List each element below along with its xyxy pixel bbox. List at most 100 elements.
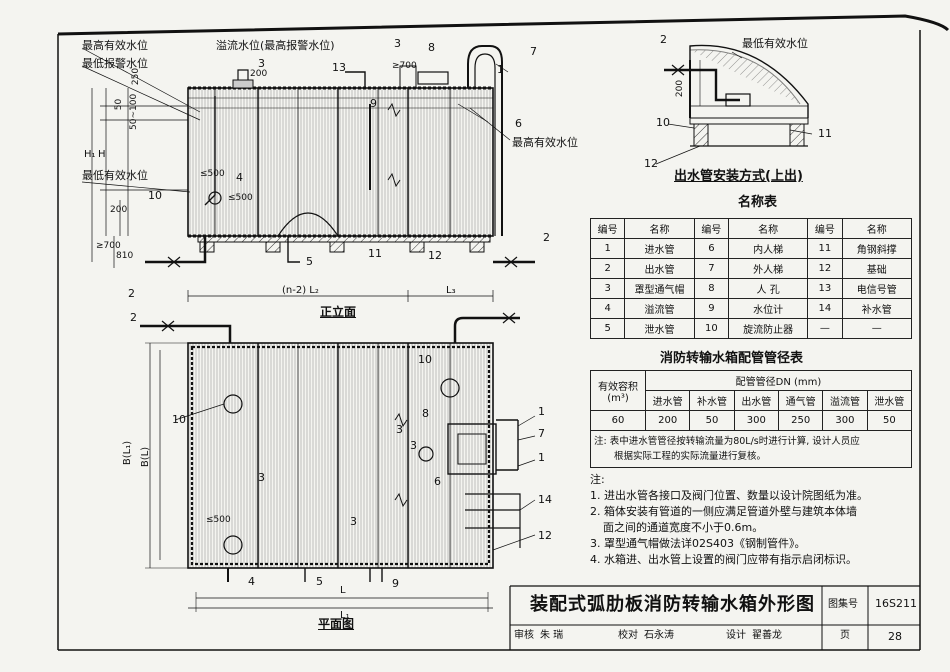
table-cell: —: [841, 318, 913, 339]
pipe-table-note-1: 注: 表中进水管管径按转输流量为80L/s时进行计算, 设计人员应: [594, 436, 860, 447]
table-cell: 5: [589, 318, 626, 339]
capacity-value: 60: [590, 410, 646, 431]
table-cell: 水位计: [728, 298, 809, 319]
front-callout-10: 10: [148, 189, 162, 202]
pipe-sub-header: 出水管: [733, 390, 779, 411]
plan-callout-10a: 10: [172, 413, 186, 426]
dim-700-top: ≥700: [392, 61, 417, 71]
front-callout-12: 12: [428, 249, 442, 262]
min-water-level-label: 最低有效水位: [82, 169, 148, 182]
names-table-header: 编号 名称 编号 名称 编号 名称: [589, 218, 913, 239]
page-label: 页: [840, 630, 850, 641]
table-cell: 罩型通气帽: [624, 278, 695, 299]
table-cell: 3: [589, 278, 626, 299]
max-water-level-right-label: 最高有效水位: [512, 136, 578, 149]
dim-700: ≥700: [96, 241, 121, 251]
plan-dim-b1: B(L₁): [122, 440, 134, 466]
names-header-cell: 编号: [693, 218, 730, 239]
plan-callout-8: 8: [422, 407, 429, 420]
front-callout-7: 7: [530, 45, 537, 58]
table-cell: 进水管: [624, 238, 695, 259]
front-callout-3a: 3: [258, 57, 265, 70]
dim-200: 200: [110, 205, 128, 215]
detail-callout-10: 10: [656, 116, 670, 129]
drawing-title: 装配式弧肋板消防转输水箱外形图: [530, 594, 815, 615]
frame-top-border: [57, 14, 950, 36]
plan-dim-l: L: [340, 585, 346, 596]
note-item: 面之间的通道宽度不小于0.6m。: [603, 521, 764, 534]
table-cell: 补水管: [841, 298, 913, 319]
plan-callout-1b: 1: [538, 451, 545, 464]
detail-dim-200: 200: [675, 79, 686, 98]
plan-callout-7: 7: [538, 427, 545, 440]
plan-view: [140, 312, 536, 612]
front-callout-2-right: 2: [543, 231, 550, 244]
table-cell: 外人梯: [728, 258, 809, 279]
pipe-sub-header: 溢流管: [822, 390, 868, 411]
pipe-value: 50: [689, 410, 735, 431]
pipe-sub-header: 通气管: [777, 390, 824, 411]
detail-callout-11: 11: [818, 127, 832, 140]
plan-callout-12: 12: [538, 529, 552, 542]
plan-view-title: 平面图: [318, 617, 355, 631]
plan-callout-10b: 10: [418, 353, 432, 366]
title-block-frame: [509, 585, 920, 650]
front-view-title: 正立面: [320, 305, 357, 319]
plan-callout-4: 4: [248, 575, 255, 588]
front-callout-3b: 3: [394, 37, 401, 50]
table-cell: 12: [807, 258, 843, 279]
table-cell: 8: [693, 278, 730, 299]
pipe-value: 250: [777, 410, 824, 431]
tank-body-plan: [187, 342, 494, 569]
pipe-sub-header: 进水管: [644, 390, 691, 411]
table-cell: 14: [807, 298, 843, 319]
atlas-number: 16S211: [875, 597, 917, 610]
front-callout-2-left: 2: [128, 287, 135, 300]
pipe-table-note-2: 根据实际工程的实际流量进行复核。: [614, 451, 767, 462]
dim-500a: ≤500: [200, 169, 225, 179]
pipe-sub-header: 补水管: [689, 390, 735, 411]
table-cell: 2: [589, 258, 626, 279]
table-cell: 旋流防止器: [728, 318, 809, 339]
plan-callout-5: 5: [316, 575, 323, 588]
names-table-title: 名称表: [738, 195, 778, 210]
table-cell: 内人梯: [728, 238, 809, 259]
front-callout-6: 6: [515, 117, 522, 130]
pipe-table-note-row: 注: 表中进水管管径按转输流量为80L/s时进行计算, 设计人员应 根据实际工程…: [590, 430, 912, 468]
plan-callout-3b: 3: [350, 515, 357, 528]
front-callout-11: 11: [368, 247, 382, 260]
capacity-header: 有效容积: [598, 381, 638, 393]
table-row: 60 200 50 300 250 300 50: [590, 410, 913, 431]
page-number: 28: [888, 630, 902, 643]
names-header-cell: 名称: [841, 218, 913, 239]
front-callout-13: 13: [332, 61, 346, 74]
pipe-table-header: 有效容积 (m³) 配管管径DN (mm): [590, 370, 912, 411]
plan-callout-1a: 1: [538, 405, 545, 418]
plan-callout-2: 2: [130, 311, 137, 324]
dim-200-top: 200: [250, 69, 268, 79]
plan-callout-3c: 3: [396, 423, 403, 436]
table-cell: 溢流管: [624, 298, 695, 319]
pipe-value: 300: [733, 410, 779, 431]
table-cell: 13: [807, 278, 843, 299]
dim-250: 250: [131, 67, 142, 86]
names-header-cell: 名称: [728, 218, 809, 239]
dim-l3: L₃: [446, 285, 456, 296]
atlas-label: 图集号: [828, 599, 858, 610]
capacity-header-cell: 有效容积 (m³): [590, 370, 646, 411]
names-header-cell: 编号: [807, 218, 843, 239]
pipe-value: 200: [644, 410, 691, 431]
plan-dim-b: B(L): [140, 446, 152, 468]
table-cell: 泄水管: [624, 318, 695, 339]
dn-header: 配管管径DN (mm): [645, 370, 912, 391]
detail-callout-12: 12: [644, 157, 658, 170]
plan-callout-9: 9: [392, 577, 399, 590]
table-cell: 6: [693, 238, 730, 259]
table-cell: 人 孔: [728, 278, 809, 299]
dim-h1: H₁: [84, 149, 96, 160]
